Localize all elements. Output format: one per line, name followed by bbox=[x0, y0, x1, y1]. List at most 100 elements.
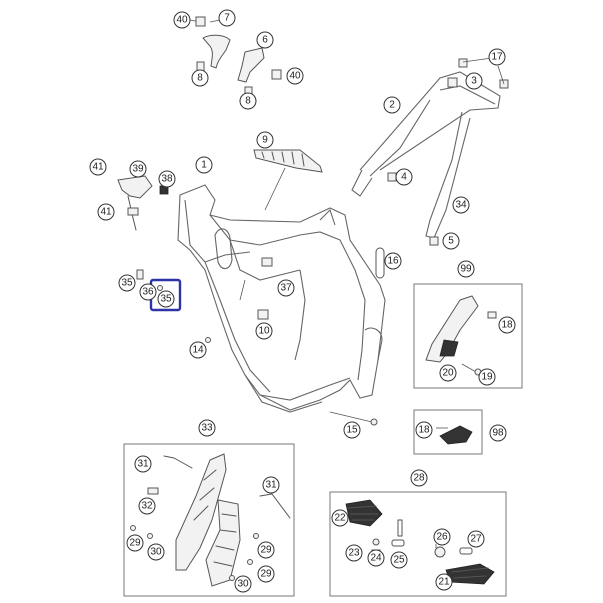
svg-text:30: 30 bbox=[150, 547, 162, 558]
callout-26[interactable]: 26 bbox=[433, 528, 451, 546]
callout-31-right[interactable]: 31 bbox=[262, 476, 280, 494]
part-98-box bbox=[413, 409, 483, 455]
callout-24[interactable]: 24 bbox=[367, 549, 385, 567]
part-16 bbox=[375, 247, 385, 279]
callout-17[interactable]: 17 bbox=[488, 48, 506, 66]
callout-22[interactable]: 22 bbox=[331, 509, 349, 527]
svg-text:40: 40 bbox=[176, 15, 188, 26]
callout-14[interactable]: 14 bbox=[189, 341, 207, 359]
callout-15[interactable]: 15 bbox=[343, 421, 361, 439]
callout-41-bottom[interactable]: 41 bbox=[97, 203, 115, 221]
callout-99[interactable]: 99 bbox=[457, 260, 475, 278]
svg-text:25: 25 bbox=[393, 555, 405, 566]
callout-18-sidestand[interactable]: 18 bbox=[498, 316, 516, 334]
main-frame bbox=[177, 184, 386, 426]
svg-text:16: 16 bbox=[387, 256, 399, 267]
callout-27[interactable]: 27 bbox=[467, 530, 485, 548]
frame-protector-box bbox=[123, 443, 295, 597]
svg-text:35: 35 bbox=[160, 294, 172, 305]
left-bolts bbox=[136, 269, 211, 343]
callout-35-left[interactable]: 35 bbox=[118, 274, 136, 292]
callout-29-bottom[interactable]: 29 bbox=[257, 565, 275, 583]
svg-text:26: 26 bbox=[436, 532, 448, 543]
svg-text:37: 37 bbox=[280, 283, 292, 294]
callout-16[interactable]: 16 bbox=[384, 252, 402, 270]
callout-98[interactable]: 98 bbox=[489, 424, 507, 442]
callout-29-mid[interactable]: 29 bbox=[257, 541, 275, 559]
callout-23[interactable]: 23 bbox=[345, 544, 363, 562]
part-37-clip bbox=[261, 257, 273, 267]
callout-35-highlighted[interactable]: 35 bbox=[157, 290, 175, 308]
svg-text:41: 41 bbox=[100, 207, 112, 218]
subframe bbox=[351, 57, 509, 246]
svg-text:29: 29 bbox=[260, 545, 272, 556]
bolt-5 bbox=[429, 236, 439, 246]
svg-text:98: 98 bbox=[492, 428, 504, 439]
callout-9[interactable]: 9 bbox=[256, 131, 274, 149]
callout-8-upper[interactable]: 8 bbox=[191, 69, 209, 87]
svg-text:24: 24 bbox=[370, 553, 382, 564]
sidestand-box bbox=[413, 283, 523, 389]
svg-text:6: 6 bbox=[262, 35, 268, 46]
callout-37[interactable]: 37 bbox=[277, 279, 295, 297]
callout-1[interactable]: 1 bbox=[195, 156, 213, 174]
part-10-block bbox=[257, 309, 269, 320]
callout-40-right[interactable]: 40 bbox=[286, 67, 304, 85]
svg-text:28: 28 bbox=[413, 473, 425, 484]
callout-25[interactable]: 25 bbox=[390, 551, 408, 569]
svg-text:5: 5 bbox=[448, 236, 454, 247]
svg-text:8: 8 bbox=[197, 73, 203, 84]
svg-text:10: 10 bbox=[258, 326, 270, 337]
svg-text:41: 41 bbox=[92, 162, 104, 173]
svg-text:31: 31 bbox=[137, 459, 149, 470]
svg-text:4: 4 bbox=[401, 172, 407, 183]
bracket-6 bbox=[237, 47, 265, 83]
bolt-40-top bbox=[195, 16, 206, 27]
callout-40-top[interactable]: 40 bbox=[173, 11, 191, 29]
svg-text:31: 31 bbox=[265, 480, 277, 491]
svg-text:18: 18 bbox=[501, 320, 513, 331]
callout-39[interactable]: 39 bbox=[129, 160, 147, 178]
svg-text:35: 35 bbox=[121, 278, 133, 289]
callout-20[interactable]: 20 bbox=[439, 364, 457, 382]
callout-10[interactable]: 10 bbox=[255, 322, 273, 340]
part-9-strip bbox=[253, 149, 323, 211]
svg-text:29: 29 bbox=[129, 538, 141, 549]
bolt-3 bbox=[447, 77, 458, 88]
callout-30-left[interactable]: 30 bbox=[147, 543, 165, 561]
callout-30-bottom[interactable]: 30 bbox=[234, 575, 252, 593]
callout-7[interactable]: 7 bbox=[218, 9, 236, 27]
callout-33[interactable]: 33 bbox=[198, 419, 216, 437]
spring-pin bbox=[397, 519, 403, 537]
svg-text:18: 18 bbox=[418, 425, 430, 436]
callout-32[interactable]: 32 bbox=[138, 497, 156, 515]
callout-29-left[interactable]: 29 bbox=[126, 534, 144, 552]
callout-6[interactable]: 6 bbox=[256, 31, 274, 49]
callout-41-top[interactable]: 41 bbox=[89, 158, 107, 176]
bolt-15 bbox=[370, 418, 378, 426]
callout-38[interactable]: 38 bbox=[158, 170, 176, 188]
svg-text:32: 32 bbox=[141, 501, 153, 512]
svg-text:30: 30 bbox=[237, 579, 249, 590]
svg-text:29: 29 bbox=[260, 569, 272, 580]
svg-text:19: 19 bbox=[481, 372, 493, 383]
svg-text:40: 40 bbox=[289, 71, 301, 82]
callout-31-left[interactable]: 31 bbox=[134, 455, 152, 473]
callout-5[interactable]: 5 bbox=[442, 232, 460, 250]
callout-28[interactable]: 28 bbox=[410, 469, 428, 487]
left-bracket-group bbox=[117, 175, 169, 231]
callout-36[interactable]: 36 bbox=[139, 283, 157, 301]
callout-21[interactable]: 21 bbox=[435, 573, 453, 591]
callout-3[interactable]: 3 bbox=[465, 72, 483, 90]
callout-18-box98[interactable]: 18 bbox=[415, 421, 433, 439]
svg-text:14: 14 bbox=[192, 345, 204, 356]
svg-text:22: 22 bbox=[334, 513, 346, 524]
callout-2[interactable]: 2 bbox=[383, 96, 401, 114]
callout-19[interactable]: 19 bbox=[478, 368, 496, 386]
callout-34[interactable]: 34 bbox=[452, 196, 470, 214]
callout-8-lower[interactable]: 8 bbox=[239, 92, 257, 110]
svg-text:3: 3 bbox=[471, 76, 477, 87]
callout-4[interactable]: 4 bbox=[395, 168, 413, 186]
